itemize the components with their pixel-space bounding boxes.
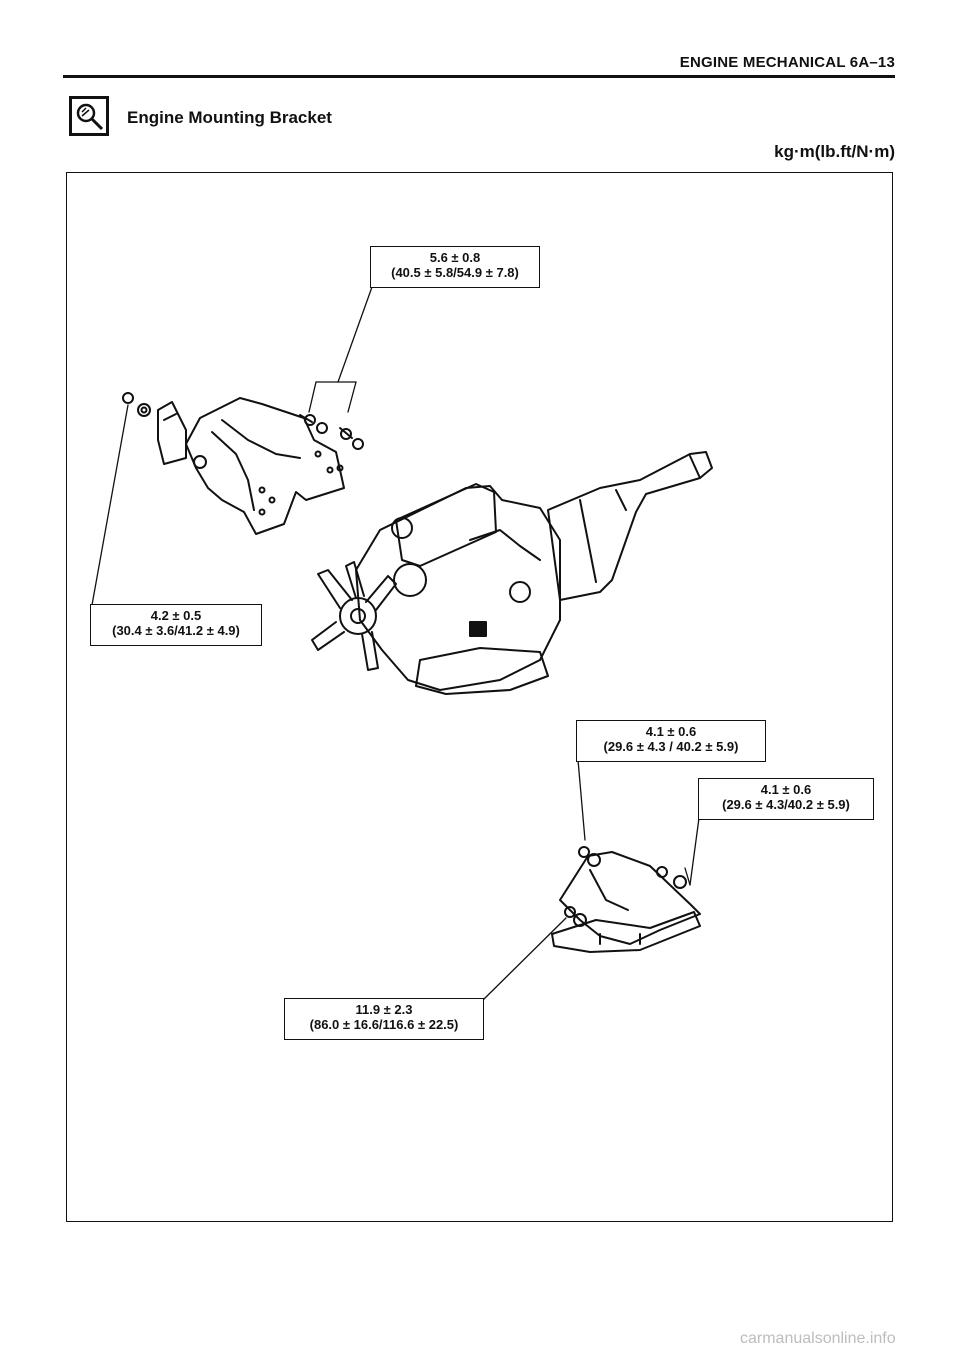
torque-callout-value: 4.1 ± 0.6 (645, 724, 697, 739)
rear-mount-bracket (551, 846, 701, 953)
cooling-fan (311, 561, 397, 671)
torque-callout-conversion: (29.6 ± 4.3/40.2 ± 5.9) (722, 797, 850, 812)
torque-callout-left-bolt: 4.2 ± 0.5 (30.4 ± 3.6/41.2 ± 4.9) (90, 604, 262, 646)
torque-callout-conversion: (40.5 ± 5.8/54.9 ± 7.8) (391, 265, 519, 280)
torque-callout-rear-mount-bolt: 11.9 ± 2.3 (86.0 ± 16.6/116.6 ± 22.5) (284, 998, 484, 1040)
diagram-frame (66, 172, 893, 1222)
torque-callout-value: 4.2 ± 0.5 (150, 608, 202, 623)
torque-callout-conversion: (86.0 ± 16.6/116.6 ± 22.5) (309, 1017, 459, 1032)
torque-callout-rear-bolt-a: 4.1 ± 0.6 (29.6 ± 4.3 / 40.2 ± 5.9) (576, 720, 766, 762)
torque-callout-value: 5.6 ± 0.8 (429, 250, 481, 265)
site-watermark: carmanualsonline.info (740, 1330, 896, 1347)
front-mount-bracket (122, 392, 364, 535)
torque-callout-conversion: (29.6 ± 4.3 / 40.2 ± 5.9) (603, 739, 739, 754)
torque-units-label: kg·m(lb.ft/N·m) (774, 142, 895, 161)
section-title: Engine Mounting Bracket (127, 108, 332, 127)
page-header-title: ENGINE MECHANICAL 6A–13 (679, 54, 895, 71)
inspection-magnifier-icon (69, 96, 109, 136)
engine-transmission-assembly (311, 451, 713, 695)
torque-callout-value: 4.1 ± 0.6 (760, 782, 812, 797)
leader-lines (91, 286, 700, 1001)
torque-callout-value: 11.9 ± 2.3 (355, 1002, 413, 1017)
torque-callout-top-bolts: 5.6 ± 0.8 (40.5 ± 5.8/54.9 ± 7.8) (370, 246, 540, 288)
torque-callout-conversion: (30.4 ± 3.6/41.2 ± 4.9) (112, 623, 240, 638)
torque-callout-rear-bolt-b: 4.1 ± 0.6 (29.6 ± 4.3/40.2 ± 5.9) (698, 778, 874, 820)
header-rule (63, 75, 895, 78)
